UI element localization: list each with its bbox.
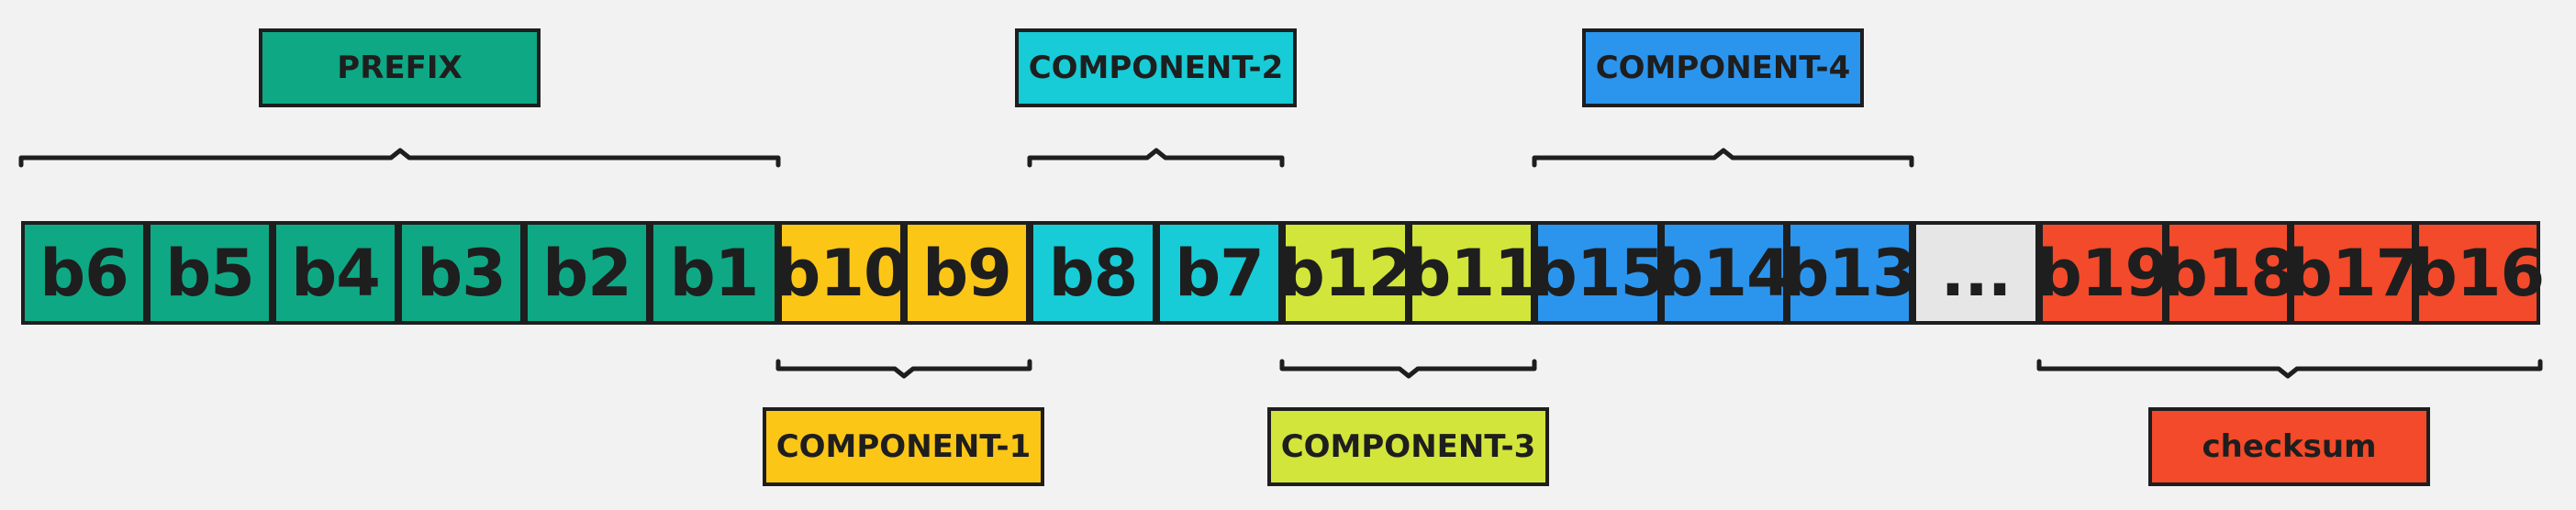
cell-b14: b14 <box>1657 221 1791 325</box>
cell-b9: b9 <box>904 221 1030 325</box>
cell-ellipsis: ... <box>1912 221 2039 325</box>
brace-checksum <box>2036 359 2543 379</box>
cell-b5: b5 <box>147 221 273 325</box>
label-prefix: PREFIX <box>259 28 541 107</box>
cell-b2: b2 <box>524 221 650 325</box>
brace-component-4 <box>1532 148 1914 168</box>
cell-b17: b17 <box>2287 221 2420 325</box>
cell-b19: b19 <box>2036 221 2169 325</box>
brace-prefix <box>18 148 781 168</box>
cell-b16: b16 <box>2412 221 2545 325</box>
cell-b4: b4 <box>273 221 398 325</box>
cell-b12: b12 <box>1279 221 1412 325</box>
cell-b15: b15 <box>1532 221 1665 325</box>
cell-b10: b10 <box>775 221 909 325</box>
cell-b6: b6 <box>21 221 147 325</box>
cell-b13: b13 <box>1783 221 1917 325</box>
brace-component-3 <box>1279 359 1537 379</box>
label-component-1: COMPONENT-1 <box>763 407 1044 486</box>
brace-component-1 <box>775 359 1032 379</box>
cell-b8: b8 <box>1030 221 1156 325</box>
cell-b11: b11 <box>1405 221 1539 325</box>
label-component-4: COMPONENT-4 <box>1582 28 1864 107</box>
cell-b1: b1 <box>650 221 778 325</box>
brace-component-2 <box>1027 148 1285 168</box>
cell-b3: b3 <box>398 221 524 325</box>
cell-b7: b7 <box>1156 221 1282 325</box>
label-checksum: checksum <box>2148 407 2430 486</box>
label-component-3: COMPONENT-3 <box>1267 407 1549 486</box>
label-component-2: COMPONENT-2 <box>1015 28 1297 107</box>
cell-b18: b18 <box>2162 221 2295 325</box>
